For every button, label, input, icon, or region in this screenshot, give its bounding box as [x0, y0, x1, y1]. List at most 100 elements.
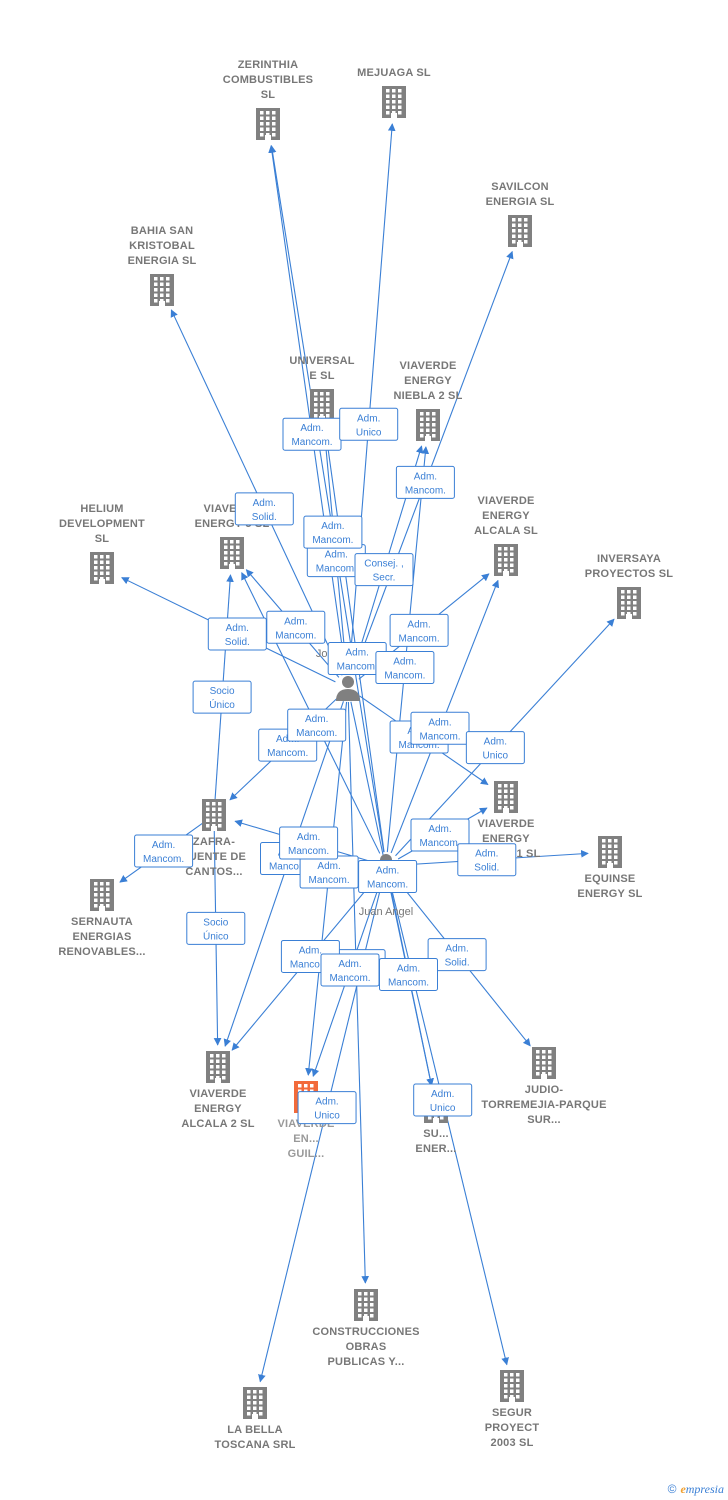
role-box-frame — [134, 834, 194, 868]
role-box[interactable]: Adm.Unico — [413, 1083, 473, 1117]
role-text: Mancom. — [367, 880, 408, 891]
role-box-frame — [297, 1091, 357, 1125]
company-label: HELIUM — [80, 503, 123, 515]
role-text: Adm. — [315, 1097, 338, 1108]
role-box[interactable]: Adm.Mancom. — [375, 651, 435, 685]
roles-layer: Adm.Mancom.Adm.UnicoAdm.Mancom.Adm.Solid… — [134, 407, 525, 1125]
role-box[interactable]: Adm.Mancom. — [379, 957, 438, 991]
copyright-icon: © — [667, 1482, 677, 1496]
company-label: VIAVERDE — [189, 1088, 246, 1100]
role-text: Adm. — [431, 1089, 454, 1100]
role-text: Mancom. — [388, 977, 429, 988]
role-box[interactable]: Adm.Mancom. — [266, 610, 326, 644]
company-label: ALCALA SL — [474, 525, 538, 537]
role-text: Mancom. — [269, 862, 310, 873]
edge-p2-niebla2 — [386, 446, 430, 853]
role-text: Mancom. — [399, 633, 440, 644]
brand-initial: e — [680, 1482, 686, 1496]
company-label: SU... — [423, 1128, 448, 1140]
company-label: TOSCANA SRL — [214, 1439, 295, 1451]
company-label: JUDIO- — [525, 1084, 564, 1096]
company-node-sernauta[interactable]: SERNAUTAENERGIASRENOVABLES... — [58, 879, 145, 958]
role-box-frame — [379, 957, 438, 991]
company-label: E SL — [309, 370, 334, 382]
person-icon — [336, 676, 360, 701]
company-label: CANTOS... — [185, 866, 242, 878]
role-text: Consej. , — [364, 559, 403, 570]
company-node-mejuaga[interactable]: MEJUAGA SL — [357, 67, 431, 118]
role-text: Unico — [483, 751, 509, 762]
role-box[interactable]: Adm. Unico — [465, 731, 525, 765]
role-text: Mancom. — [419, 731, 460, 742]
role-box[interactable]: Adm.Mancom. — [287, 708, 347, 742]
company-label: 2003 SL — [491, 1437, 534, 1449]
edge-p1-mejuaga — [348, 123, 396, 675]
role-box[interactable]: Adm.Mancom. — [299, 855, 359, 889]
role-box[interactable]: Adm.Mancom. — [410, 818, 470, 852]
building-icon — [90, 552, 114, 584]
role-box[interactable]: Adm.Mancom. — [282, 417, 342, 451]
edge-p1-savilcon — [352, 250, 514, 676]
role-text: Mancom. — [419, 838, 460, 849]
company-node-judio[interactable]: JUDIO-TORREMEJIA-PARQUESUR... — [481, 1047, 606, 1126]
company-label: SUR... — [527, 1114, 561, 1126]
company-label: SL — [261, 89, 276, 101]
role-text: Socio — [210, 686, 235, 697]
role-box[interactable]: Adm.Mancom. — [395, 465, 455, 499]
role-text: Adm. — [317, 861, 340, 872]
company-label: ENERGY SL — [577, 888, 642, 900]
role-text: Mancom. — [267, 748, 308, 759]
role-box-frame — [354, 553, 414, 587]
role-box[interactable]: Adm.Mancom. — [303, 515, 363, 549]
brand-name: mpresia — [685, 1482, 724, 1496]
company-label: ENERGY — [194, 1103, 242, 1115]
role-box[interactable]: Adm.Mancom. — [320, 953, 380, 987]
role-box[interactable]: Adm.Mancom. — [327, 642, 387, 676]
role-box[interactable]: Adm.Mancom. — [279, 826, 339, 860]
person-label: Juan Angel — [359, 906, 413, 918]
building-icon — [508, 215, 532, 247]
role-text: Adm. — [407, 619, 430, 630]
role-box[interactable]: Adm.Mancom. — [134, 834, 194, 868]
role-box-frame — [192, 680, 252, 714]
company-label: ENERGIAS — [72, 931, 131, 943]
role-text: Mancom. — [337, 662, 378, 673]
role-box[interactable]: Adm.Unico — [297, 1091, 357, 1125]
role-text: Adm. — [414, 471, 437, 482]
role-box[interactable]: Adm.Unico — [339, 407, 399, 441]
company-node-zafra[interactable]: ZAFRA-FUENTE DECANTOS... — [182, 799, 246, 878]
company-label: PROYECTOS SL — [585, 568, 673, 580]
role-box[interactable]: Consej. ,Secr. — [354, 553, 414, 587]
role-box[interactable]: Adm.Solid. — [427, 938, 487, 972]
company-label: ZERINTHIA — [238, 59, 298, 71]
brand-footer: ©empresia — [668, 1482, 724, 1497]
building-icon — [500, 1370, 524, 1402]
role-box-frame — [413, 1083, 473, 1117]
role-box[interactable]: Adm.Solid. — [234, 492, 294, 526]
role-box-frame — [234, 492, 294, 526]
role-text: Único — [209, 698, 235, 711]
role-box[interactable]: Adm.Mancom. — [410, 711, 470, 745]
role-box[interactable]: Adm.Solid. — [207, 617, 267, 651]
role-box[interactable]: Adm.Mancom. — [358, 860, 418, 894]
company-label: DEVELOPMENT — [59, 518, 145, 530]
role-box[interactable]: Adm. Mancom. — [389, 613, 449, 647]
role-text: Adm. — [338, 959, 361, 970]
role-text: Adm. — [484, 737, 507, 748]
role-box[interactable]: Adm.Solid. — [457, 843, 517, 877]
